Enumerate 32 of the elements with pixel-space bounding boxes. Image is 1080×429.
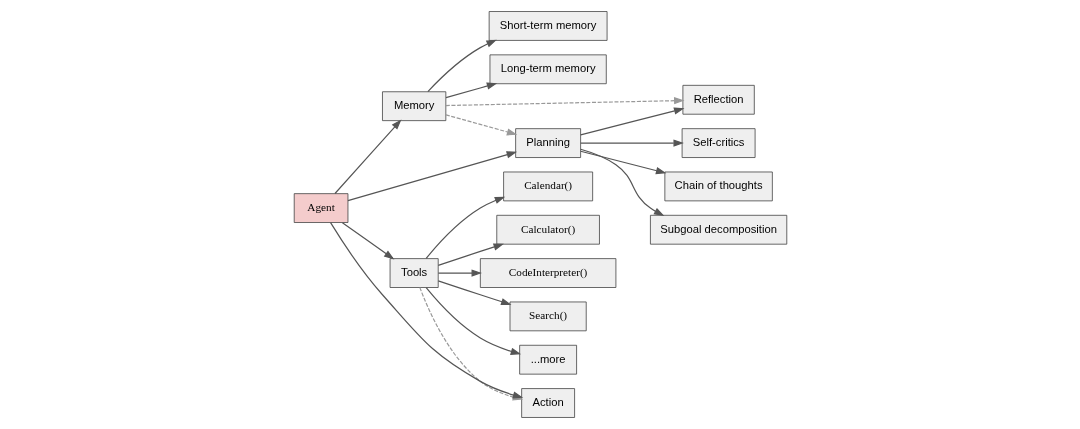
arrow bbox=[437, 269, 482, 277]
arrow bbox=[437, 243, 504, 266]
arrow bbox=[444, 114, 517, 136]
node-box: Subgoal decomposition bbox=[649, 214, 787, 245]
arrow bbox=[444, 82, 497, 99]
node-box: Tools bbox=[389, 258, 439, 288]
node-box: Planning bbox=[514, 128, 581, 158]
node-box: Agent bbox=[293, 193, 348, 223]
arrow bbox=[579, 150, 666, 175]
node-box: Calculator() bbox=[495, 214, 600, 245]
arrow bbox=[425, 196, 505, 259]
arrow bbox=[579, 148, 664, 216]
arrow bbox=[437, 280, 511, 306]
node-box: Search() bbox=[509, 301, 587, 332]
node-box: Self-critics bbox=[681, 128, 755, 158]
node-box: Action bbox=[520, 388, 575, 418]
arrow bbox=[341, 222, 394, 260]
arrow bbox=[346, 151, 517, 202]
arrow bbox=[579, 107, 684, 136]
node-box: Reflection bbox=[682, 84, 755, 115]
node-box: Memory bbox=[381, 91, 446, 122]
node-box: CodeInterpreter() bbox=[479, 258, 616, 288]
arrow bbox=[444, 97, 684, 107]
arrow bbox=[333, 119, 401, 195]
arrow bbox=[426, 39, 497, 93]
arrow bbox=[579, 139, 684, 147]
node-box: Chain of thoughts bbox=[663, 171, 773, 202]
node-box: ...more bbox=[518, 344, 577, 375]
node-box: Calendar() bbox=[502, 171, 593, 202]
node-box: Short-term memory bbox=[488, 11, 607, 41]
node-box: Long-term memory bbox=[489, 54, 607, 85]
arrow bbox=[425, 287, 521, 355]
